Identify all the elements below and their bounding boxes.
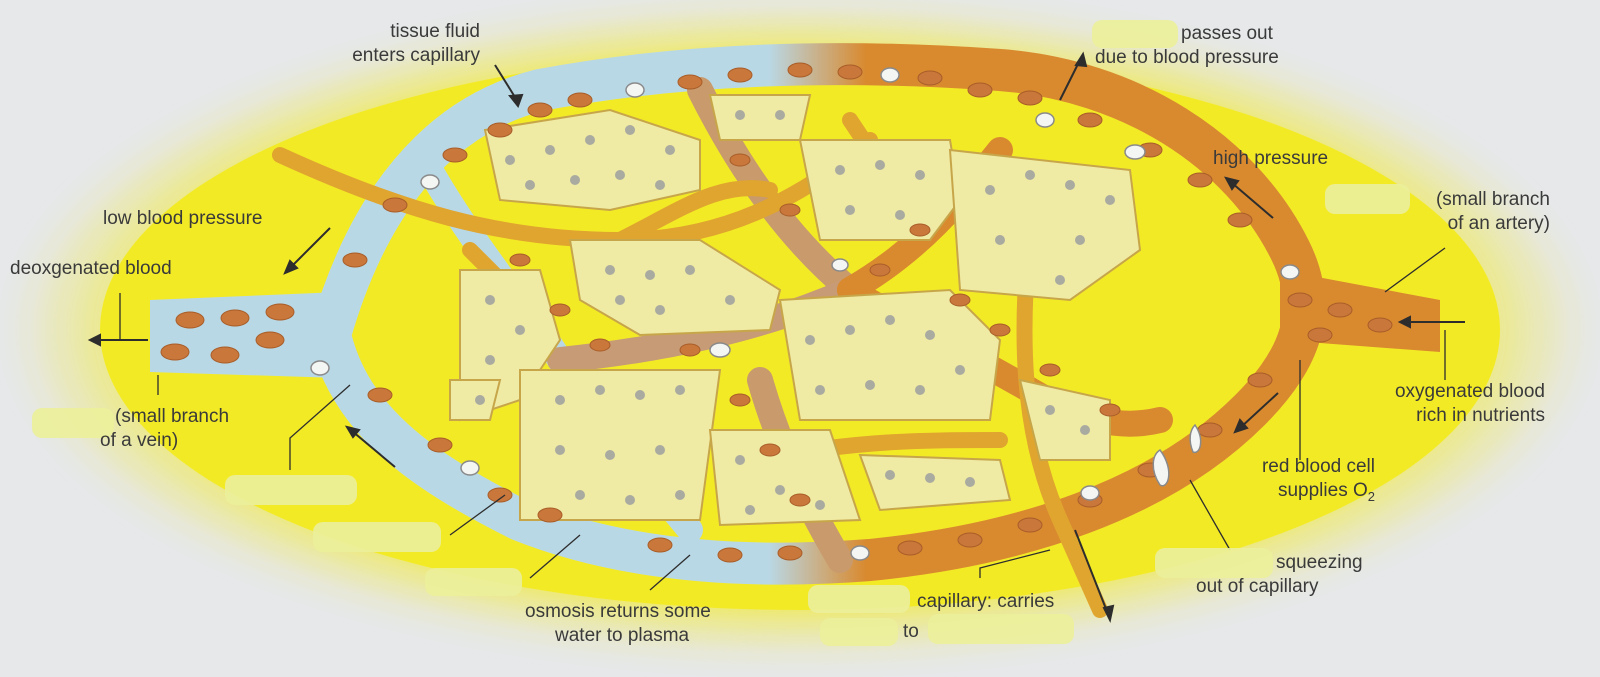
label-squeezing-line2: out of capillary [1196,576,1319,597]
white-blood-cells [310,67,1300,561]
label-small-branch-artery-line2: of an artery) [1447,213,1550,234]
label-squeezing: squeezing out of capillary [1196,551,1363,599]
blank-label-left-3[interactable] [425,568,522,596]
label-small-branch-vein: (small branch of a vein) [100,405,229,453]
label-low-blood-pressure: low blood pressure [103,208,263,229]
label-red-blood-cell: red blood cell supplies O2 [1215,455,1375,509]
label-small-branch-artery-line1: (small branch [1435,189,1550,210]
blank-label-passes-out[interactable] [1092,20,1178,48]
blank-label-left-1[interactable] [225,475,357,505]
label-passes-out: passes out due to blood pressure [1095,22,1310,70]
red-blood-cells [160,62,1393,563]
label-osmosis-line1: osmosis returns some [525,601,711,622]
label-osmosis-line2: water to plasma [555,625,690,646]
label-passes-out-line1: passes out [1181,23,1273,44]
label-small-branch-artery: (small branch of an artery) [1340,188,1550,236]
label-deoxygenated-blood: deoxgenated blood [10,258,172,279]
label-tissue-fluid-line1: tissue fluid [390,21,480,42]
blank-label-squeezing[interactable] [1155,548,1273,578]
label-to: to [903,621,919,642]
label-passes-out-line2: due to blood pressure [1095,47,1279,68]
label-capillary-carries: capillary: carries [917,591,1055,612]
label-high-pressure: high pressure [1213,148,1329,169]
blank-label-left-2[interactable] [313,522,441,552]
label-rbc-line2: supplies O2 [1215,479,1375,509]
cell-nuclei [475,110,1115,515]
label-small-branch-vein-line2: of a vein) [100,430,179,451]
blank-label-venule[interactable] [32,408,114,438]
label-rbc-line1: red blood cell [1261,456,1375,477]
label-oxygenated-line1: oxygenated blood [1394,381,1545,402]
label-rbc-subscript: 2 [1367,488,1375,504]
label-oxygenated-blood: oxygenated blood rich in nutrients [1355,380,1545,428]
label-tissue-fluid: tissue fluid enters capillary [330,20,480,68]
blank-label-capillary-1[interactable] [808,585,910,613]
tissue-cell-clusters [449,94,1142,527]
blank-label-arteriole[interactable] [1325,184,1410,214]
label-rbc-supplies: supplies O [1277,480,1368,501]
blank-label-capillary-2[interactable] [820,618,898,646]
label-squeezing-line1: squeezing [1276,552,1363,573]
label-oxygenated-line2: rich in nutrients [1416,405,1545,426]
annotation-arrows [87,51,1465,623]
capillary-outer-loop [309,43,1325,585]
label-tissue-fluid-line2: enters capillary [352,45,480,66]
blank-label-capillary-3[interactable] [928,614,1074,644]
leader-lines [119,247,1446,591]
label-osmosis: osmosis returns some water to plasma [525,600,711,648]
label-small-branch-vein-line1: (small branch [115,406,230,427]
